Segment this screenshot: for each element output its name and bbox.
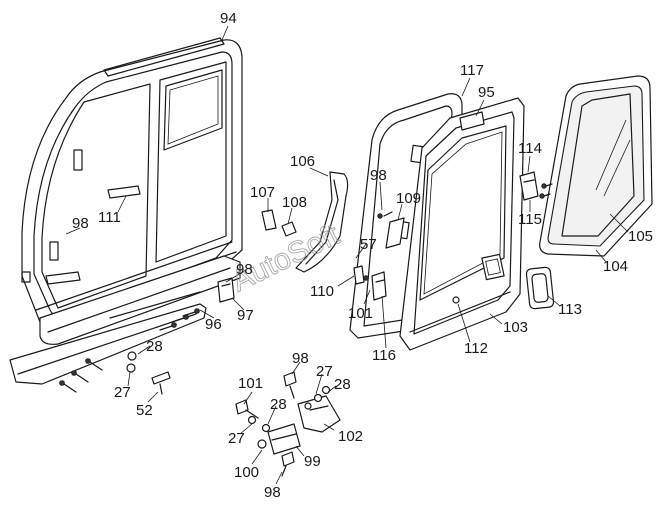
callout-28-hinge: 28 bbox=[270, 396, 287, 413]
callout-28-sill: 28 bbox=[146, 338, 163, 355]
seal-106 bbox=[295, 171, 349, 273]
door-103 bbox=[399, 97, 525, 351]
callout-103: 103 bbox=[503, 319, 528, 336]
callout-98-door: 98 bbox=[370, 167, 387, 184]
inner-handle-113 bbox=[525, 266, 555, 310]
callout-98-hinge-top: 98 bbox=[292, 350, 309, 367]
callout-111: 111 bbox=[98, 209, 121, 226]
callout-114: 114 bbox=[518, 140, 542, 157]
callout-105: 105 bbox=[628, 228, 653, 245]
callout-108: 108 bbox=[282, 194, 307, 211]
callout-27-hinge: 27 bbox=[228, 430, 245, 447]
callout-112: 112 bbox=[464, 340, 488, 357]
callout-96: 96 bbox=[205, 316, 222, 333]
callout-100: 100 bbox=[234, 464, 259, 481]
callout-57: 57 bbox=[360, 236, 377, 253]
callout-labels: 94 117 95 106 114 98 107 108 109 115 105… bbox=[72, 10, 653, 501]
callout-98-bracket: 98 bbox=[236, 261, 253, 278]
callout-106: 106 bbox=[290, 153, 315, 170]
callout-107: 107 bbox=[250, 184, 275, 201]
callout-98-frame: 98 bbox=[72, 215, 89, 232]
callout-94: 94 bbox=[220, 10, 237, 27]
callout-101-door: 101 bbox=[348, 305, 373, 322]
callout-28-hinge-top: 28 bbox=[334, 376, 351, 393]
callout-99: 99 bbox=[304, 453, 321, 470]
sill-bolts bbox=[59, 308, 200, 395]
small-parts bbox=[261, 209, 405, 301]
callout-104: 104 bbox=[603, 258, 628, 275]
callout-117: 117 bbox=[460, 62, 484, 79]
callout-115: 115 bbox=[518, 211, 542, 228]
callout-95: 95 bbox=[478, 84, 495, 101]
callout-101-hinge: 101 bbox=[238, 375, 263, 392]
cab-side-frame bbox=[21, 37, 243, 331]
callout-52: 52 bbox=[136, 402, 153, 419]
hinge-assembly bbox=[235, 371, 341, 477]
callout-97: 97 bbox=[237, 307, 254, 324]
leader-lines bbox=[65, 25, 629, 485]
door-glass bbox=[539, 75, 653, 257]
callout-116: 116 bbox=[372, 347, 396, 364]
bracket-97 bbox=[217, 277, 235, 303]
callout-27-hinge-top: 27 bbox=[316, 363, 333, 380]
callout-113: 113 bbox=[558, 301, 582, 318]
callout-109: 109 bbox=[396, 190, 421, 207]
callout-102: 102 bbox=[338, 428, 363, 445]
door-lock-114 bbox=[519, 171, 553, 201]
callout-110: 110 bbox=[310, 283, 334, 300]
callout-27-sill: 27 bbox=[114, 384, 131, 401]
sill-plate bbox=[9, 255, 241, 385]
callout-98-hinge-bottom: 98 bbox=[264, 484, 281, 501]
